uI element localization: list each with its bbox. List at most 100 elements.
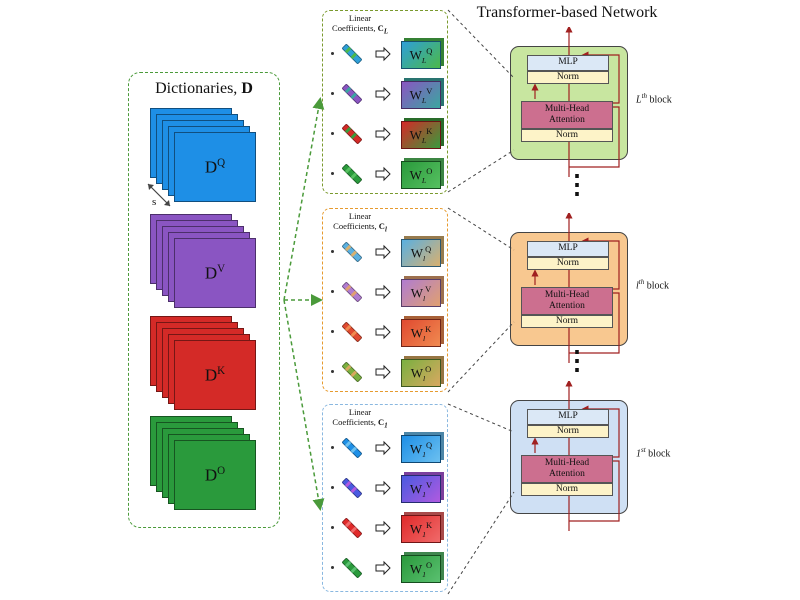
arrow-right-icon bbox=[375, 364, 391, 385]
label-subscript: 1 bbox=[422, 449, 427, 459]
coefficient-vector-icon bbox=[339, 359, 365, 390]
coefficient-row: WlO bbox=[323, 355, 449, 391]
norm-box-top: Norm bbox=[527, 71, 609, 84]
mlp-box: MLP bbox=[527, 409, 609, 425]
coefficient-symbol: C bbox=[377, 23, 384, 33]
label-superscript: V bbox=[426, 479, 433, 490]
dictionary-panel bbox=[128, 72, 280, 528]
block-label-base: l bbox=[636, 280, 639, 292]
matrix-label: WLQ bbox=[410, 46, 433, 65]
bullet-dot bbox=[331, 92, 334, 95]
coefficient-row: W1Q bbox=[323, 431, 449, 467]
label-base: W bbox=[409, 166, 422, 182]
coefficient-row: WLK bbox=[323, 117, 449, 153]
label-superscript: K bbox=[426, 519, 433, 530]
coefficient-label-line1: Linear bbox=[348, 407, 372, 417]
coefficient-row: WlQ bbox=[323, 235, 449, 271]
matrix-label: DK bbox=[205, 365, 225, 386]
label-subscript: L bbox=[421, 175, 427, 185]
weight-matrix-k: WLK bbox=[401, 121, 441, 149]
norm-box-top: Norm bbox=[527, 425, 609, 438]
weight-matrix-o: WlO bbox=[401, 359, 441, 387]
coefficient-row: WLV bbox=[323, 77, 449, 113]
label-superscript: O bbox=[426, 559, 433, 570]
dictionary-label: DQ bbox=[174, 132, 256, 202]
matrix-label: WLK bbox=[410, 126, 433, 145]
label-base: D bbox=[204, 365, 218, 385]
label-base: D bbox=[204, 157, 218, 177]
coefficient-subscript: l bbox=[384, 226, 387, 234]
matrix-label: DV bbox=[205, 263, 225, 284]
arrow-right-icon bbox=[375, 324, 391, 345]
label-superscript: Q bbox=[426, 45, 433, 56]
dictionary-sheet bbox=[174, 238, 256, 308]
label-base: W bbox=[409, 560, 423, 576]
link-bottom-b bbox=[447, 491, 515, 595]
matrix-label: WlK bbox=[411, 324, 432, 343]
label-base: D bbox=[204, 465, 218, 485]
coefficient-label-text: Coefficients, bbox=[332, 417, 379, 427]
coefficient-vector-icon bbox=[339, 435, 365, 466]
dictionary-stack-k: DK bbox=[150, 316, 262, 412]
label-superscript: O bbox=[425, 363, 432, 374]
mha-line2: Attention bbox=[549, 115, 585, 125]
weight-matrix-o: W1O bbox=[401, 555, 441, 583]
label-subscript: 1 bbox=[422, 569, 427, 579]
stride-arrow-icon bbox=[144, 180, 176, 217]
dictionary-sheet bbox=[174, 440, 256, 510]
arrow-right-icon bbox=[375, 46, 391, 67]
label-subscript: l bbox=[423, 293, 426, 303]
label-superscript: Q bbox=[217, 156, 226, 169]
label-subscript: 1 bbox=[422, 489, 427, 499]
coefficient-label-text: Coefficients, bbox=[332, 23, 378, 33]
weight-matrix-q: WLQ bbox=[401, 41, 441, 69]
norm-box-bottom: Norm bbox=[521, 483, 613, 496]
label-superscript: Q bbox=[426, 439, 433, 450]
coefficient-vector-icon bbox=[339, 555, 365, 586]
bullet-dot bbox=[331, 250, 334, 253]
mlp-box: MLP bbox=[527, 241, 609, 257]
mlp-box: MLP bbox=[527, 55, 609, 71]
label-base: W bbox=[410, 284, 423, 300]
ellipsis-lower: ⋮ bbox=[564, 346, 590, 375]
label-subscript: L bbox=[421, 55, 427, 65]
link-mid-a bbox=[447, 207, 515, 251]
matrix-label: WlQ bbox=[411, 244, 432, 263]
block-label-base: 1 bbox=[636, 448, 641, 460]
label-base: W bbox=[409, 440, 423, 456]
bullet-dot bbox=[331, 486, 334, 489]
link-bottom-a bbox=[447, 403, 515, 433]
dictionary-label: DO bbox=[174, 440, 256, 510]
weight-matrix-k: W1K bbox=[401, 515, 441, 543]
label-subscript: L bbox=[421, 95, 427, 105]
bullet-dot bbox=[331, 370, 334, 373]
coefficient-symbol: C bbox=[378, 221, 385, 231]
coefficient-vector-icon bbox=[339, 475, 365, 506]
link-mid-b bbox=[447, 321, 515, 393]
label-base: D bbox=[204, 263, 218, 283]
arrow-to-bottom-coefficients bbox=[283, 299, 325, 511]
matrix-label: W1O bbox=[410, 560, 432, 579]
bullet-dot bbox=[331, 290, 334, 293]
block-label-base: L bbox=[636, 94, 642, 106]
coefficient-vector-icon bbox=[339, 81, 365, 112]
matrix-label: WlO bbox=[411, 364, 432, 383]
arrow-right-icon bbox=[375, 86, 391, 107]
coefficient-vector-icon bbox=[339, 239, 365, 270]
coefficient-vector-icon bbox=[339, 279, 365, 310]
dictionary-sheet bbox=[174, 132, 256, 202]
coefficient-symbol: C bbox=[378, 417, 385, 427]
arrow-right-icon bbox=[375, 480, 391, 501]
weight-matrix-k: WlK bbox=[401, 319, 441, 347]
arrow-right-icon bbox=[375, 520, 391, 541]
coefficient-row: WLQ bbox=[323, 37, 449, 73]
